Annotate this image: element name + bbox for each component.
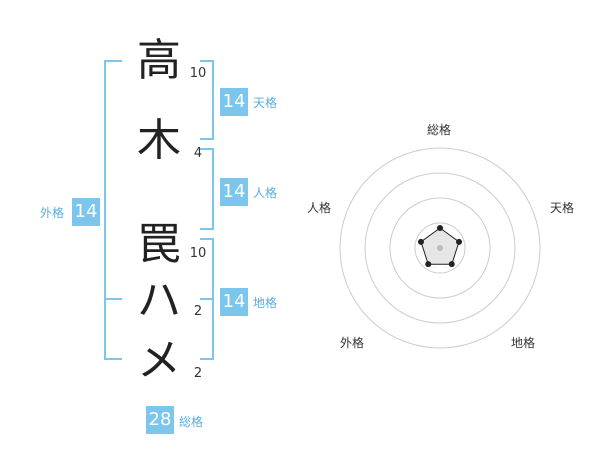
jinkaku-value: 14 (220, 178, 248, 206)
radar-axis-label-gaikaku: 外格 (340, 336, 365, 350)
name-char-1: 高 (137, 35, 181, 86)
radar-ring-3 (364, 172, 516, 324)
gaikaku-divider (104, 298, 122, 300)
radar-point-4 (425, 261, 432, 268)
radar-point-5 (417, 238, 424, 245)
soukaku-label: 総格 (179, 415, 204, 429)
radar-point-2 (456, 238, 463, 245)
tenkaku-bracket (200, 60, 214, 140)
radar-point-1 (437, 225, 443, 231)
radar-ring-1 (414, 222, 466, 274)
gaikaku-label: 外格 (40, 206, 65, 220)
chikaku-label: 地格 (253, 296, 278, 310)
stroke-count-2: 4 (193, 146, 203, 161)
name-char-3: 罠 (137, 219, 181, 270)
radar-center-point (437, 245, 443, 251)
stroke-count-1: 10 (189, 66, 207, 81)
soukaku-value: 28 (146, 406, 174, 434)
chikaku-divider (200, 298, 214, 300)
stroke-count-4: 2 (193, 304, 203, 319)
radar-axis-label-tenkaku: 天格 (550, 201, 575, 215)
radar-axis-label-soukaku: 総格 (427, 123, 452, 137)
name-char-4: ハ (137, 275, 181, 326)
name-char-5: メ (137, 335, 181, 386)
tenkaku-value: 14 (220, 88, 248, 116)
radar-ring-4 (339, 147, 541, 349)
jinkaku-bracket (200, 148, 214, 230)
radar-axis-label-jinkaku: 人格 (307, 201, 332, 215)
radar-chart (339, 147, 541, 349)
jinkaku-label: 人格 (253, 186, 278, 200)
radar-point-3 (448, 261, 455, 268)
stroke-count-5: 2 (193, 366, 203, 381)
chikaku-value: 14 (220, 288, 248, 316)
radar-ring-2 (389, 197, 491, 299)
stroke-count-3: 10 (189, 246, 207, 261)
name-char-2: 木 (137, 115, 181, 166)
gaikaku-value: 14 (72, 198, 100, 226)
tenkaku-label: 天格 (253, 96, 278, 110)
radar-axis-label-chikaku: 地格 (511, 336, 536, 350)
gaikaku-bracket (104, 60, 122, 360)
